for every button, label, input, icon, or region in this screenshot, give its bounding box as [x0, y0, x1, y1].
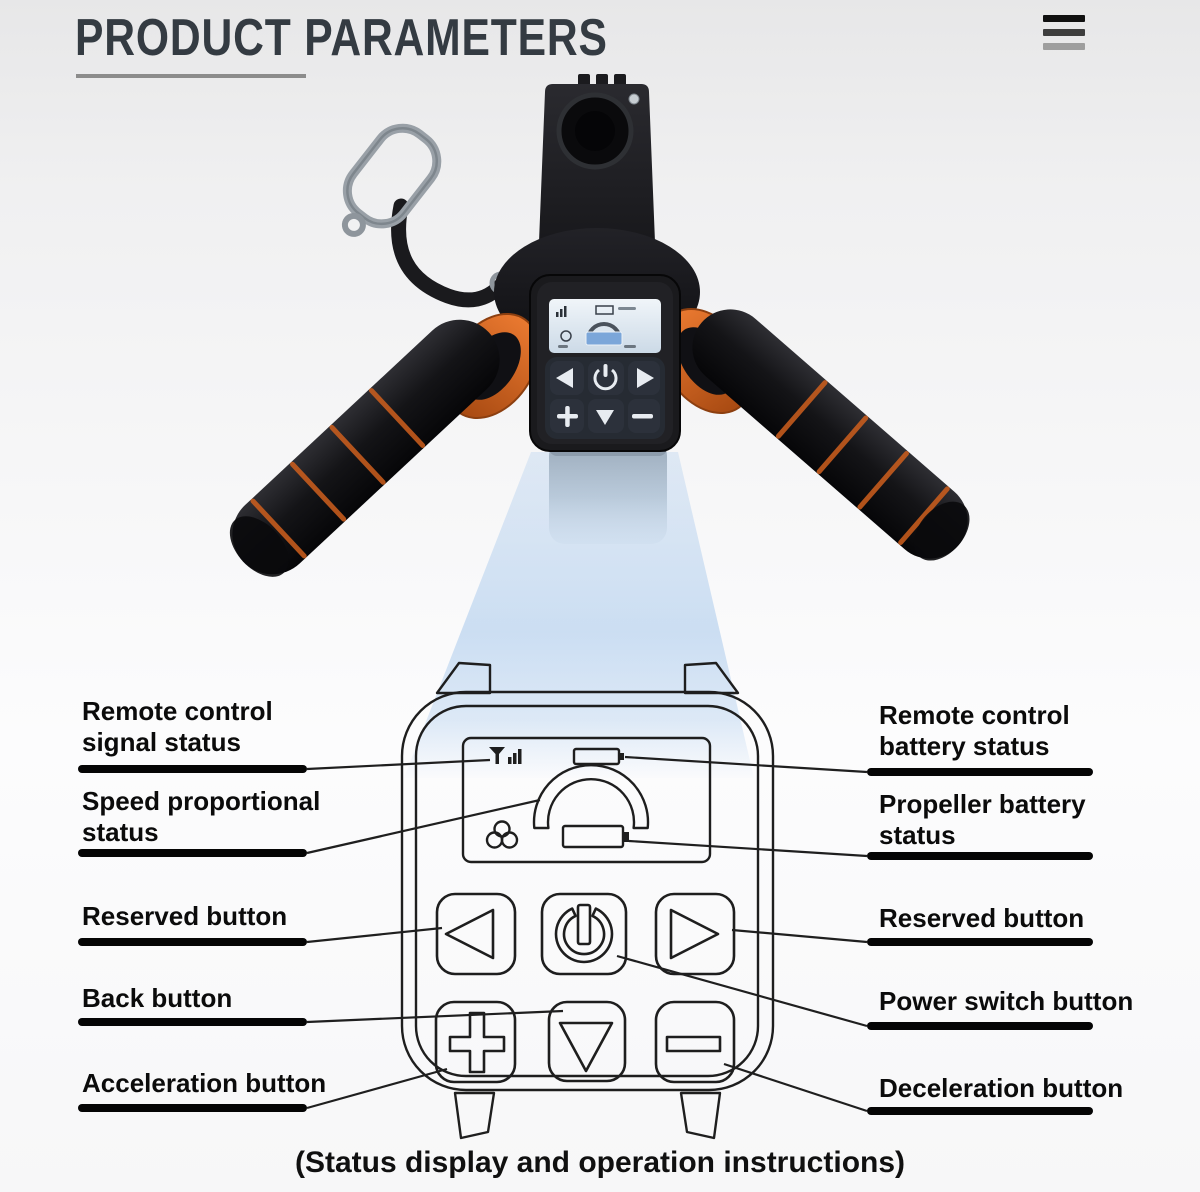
- case-outline: [400, 690, 775, 1092]
- signal-strength-icon: [489, 747, 522, 764]
- device-screen: [549, 299, 661, 353]
- right-handle: [692, 309, 970, 561]
- power-icon: [554, 903, 614, 964]
- left-arrow-icon: [556, 368, 573, 388]
- label-deceleration-button: Deceleration button: [879, 1073, 1124, 1103]
- title-underline: [76, 74, 306, 78]
- page-title: PRODUCT PARAMETERS: [75, 9, 608, 67]
- left-arrow-icon: [444, 908, 495, 960]
- label-underline: [78, 1018, 307, 1026]
- power-switch-button: [540, 892, 628, 976]
- case-inner-outline: [414, 704, 760, 1078]
- lanyard-coil: [391, 198, 507, 308]
- remote-diagram: [400, 661, 775, 1140]
- bottom-lugs: [453, 1091, 722, 1140]
- product-photo: [229, 74, 970, 577]
- status-screen: [461, 736, 712, 864]
- label-propeller-battery-status: Propeller battery status: [879, 789, 1086, 850]
- label-back-button: Back button: [82, 983, 233, 1013]
- label-reserved-button-left: Reserved button: [82, 901, 288, 931]
- down-arrow-icon: [596, 410, 614, 425]
- propeller-icon: [485, 820, 519, 849]
- right-arrow-icon: [669, 908, 720, 960]
- diagram-caption: (Status display and operation instructio…: [294, 1146, 906, 1179]
- label-acceleration-button: Acceleration button: [82, 1068, 327, 1098]
- reserved-left-button: [435, 892, 517, 976]
- label-remote-signal-status: Remote control signal status: [82, 696, 273, 757]
- label-underline: [867, 1107, 1093, 1115]
- reserved-right-button: [654, 892, 736, 976]
- light-beam: [404, 452, 754, 778]
- label-underline: [78, 938, 307, 946]
- label-underline: [78, 1104, 307, 1112]
- left-handle: [229, 319, 500, 577]
- deceleration-button: [654, 1000, 736, 1084]
- plus-icon: [448, 1011, 506, 1074]
- label-underline: [867, 938, 1093, 946]
- menu-bar: [1043, 15, 1085, 22]
- diagram-buttons: [434, 892, 736, 1084]
- menu-bar: [1043, 29, 1085, 36]
- hamburger-menu-icon[interactable]: [1043, 15, 1085, 57]
- label-underline: [78, 849, 307, 857]
- label-underline: [867, 768, 1093, 776]
- propeller-battery-icon: [561, 824, 629, 849]
- power-icon: [593, 364, 618, 391]
- label-reserved-button-right: Reserved button: [879, 903, 1085, 933]
- plus-icon: [557, 406, 578, 427]
- acceleration-button: [434, 1000, 517, 1084]
- label-underline: [867, 1022, 1093, 1030]
- label-underline: [78, 765, 307, 773]
- minus-icon: [632, 414, 653, 419]
- label-underline: [867, 852, 1093, 860]
- control-unit: [529, 274, 681, 452]
- label-speed-proportional-status: Speed proportional status: [82, 786, 321, 847]
- label-remote-battery-status: Remote control battery status: [879, 700, 1070, 761]
- right-arrow-icon: [637, 368, 654, 388]
- speed-gauge-arc: [532, 764, 650, 830]
- menu-bar: [1043, 43, 1085, 50]
- minus-icon: [665, 1035, 722, 1053]
- remote-battery-icon: [572, 747, 624, 766]
- back-button: [547, 1000, 627, 1083]
- down-arrow-icon: [558, 1021, 614, 1073]
- device-keypad: [545, 357, 665, 439]
- carabiner-icon: [341, 123, 442, 237]
- leader-lines: [306, 755, 868, 1113]
- label-power-switch-button: Power switch button: [879, 986, 1134, 1016]
